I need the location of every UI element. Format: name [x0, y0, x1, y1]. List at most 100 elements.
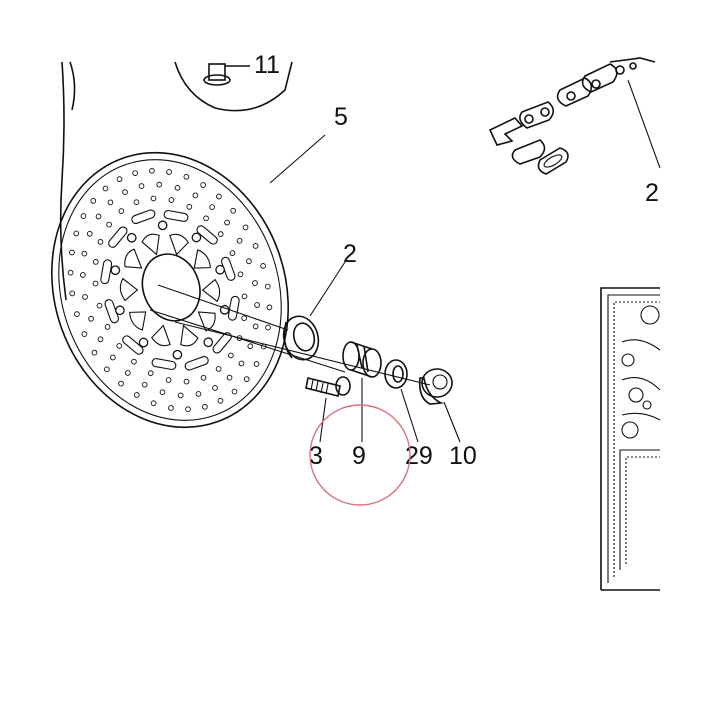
- drill-hole: [236, 237, 243, 244]
- drill-hole: [209, 204, 216, 210]
- drill-hole: [242, 224, 249, 231]
- spoke-window: [169, 233, 189, 256]
- screw: [305, 376, 351, 397]
- drill-hole: [159, 389, 166, 396]
- washer: [384, 359, 408, 389]
- drill-hole: [96, 302, 103, 309]
- drill-hole: [103, 366, 110, 373]
- disc-slot: [100, 259, 113, 285]
- drill-hole: [97, 336, 104, 343]
- spoke-window: [129, 311, 147, 331]
- drill-hole: [247, 343, 254, 350]
- disc-slots: [100, 209, 240, 371]
- disc-slot: [163, 210, 189, 222]
- drill-hole: [230, 207, 237, 214]
- callout-label-2: 2: [343, 240, 357, 268]
- drill-hole: [150, 400, 157, 407]
- drill-hole: [149, 167, 155, 174]
- disc-slot: [196, 225, 218, 245]
- drill-hole: [236, 335, 243, 341]
- spoke-window: [119, 277, 139, 302]
- callout-label-3: 3: [309, 442, 323, 470]
- drill-hole: [185, 406, 191, 413]
- drill-hole: [133, 199, 140, 206]
- drill-hole: [102, 185, 109, 192]
- drill-hole: [122, 189, 128, 195]
- drill-hole: [265, 324, 271, 331]
- drill-hole: [95, 213, 102, 220]
- drill-hole: [264, 283, 271, 290]
- drill-hole: [200, 182, 207, 188]
- drill-hole: [195, 391, 202, 397]
- drill-hole: [186, 203, 193, 210]
- drill-hole: [104, 324, 111, 330]
- spoke-window: [197, 311, 216, 332]
- drill-hole: [141, 381, 148, 388]
- brake-disc: [51, 151, 289, 429]
- rivet-icon: [126, 232, 137, 243]
- rivet-icon: [191, 232, 202, 243]
- drill-hole: [133, 392, 140, 398]
- frame-panel-fragment: [600, 287, 661, 591]
- drill-hole: [131, 358, 137, 365]
- disc-slot: [131, 209, 156, 224]
- callout-label-5: 5: [334, 103, 348, 131]
- drill-hole: [90, 198, 97, 204]
- disc-slot: [212, 332, 232, 354]
- drill-hole: [166, 169, 172, 175]
- drill-hole: [252, 323, 259, 330]
- chain-link-assembly: [488, 57, 656, 175]
- drill-hole: [74, 311, 80, 317]
- rivet-icon: [115, 305, 125, 316]
- callout-label-chain-2: 2: [645, 179, 659, 207]
- drill-hole: [202, 403, 208, 410]
- highlight-circle: [309, 404, 411, 506]
- drill-hole: [177, 392, 184, 399]
- drill-hole: [217, 231, 224, 237]
- drill-hole: [80, 272, 86, 278]
- drill-hole: [203, 215, 209, 222]
- drill-hole: [227, 352, 234, 359]
- drill-hole: [217, 397, 224, 404]
- disc-slot: [122, 335, 144, 355]
- drill-hole: [246, 258, 252, 265]
- drill-hole: [192, 192, 199, 199]
- callout-label-10: 10: [449, 442, 477, 470]
- rivet-icon: [172, 349, 183, 360]
- drill-hole: [67, 269, 74, 276]
- drill-hole: [116, 343, 123, 349]
- flanged-nut: [418, 368, 453, 405]
- disc-slot: [151, 358, 177, 370]
- drill-hole: [216, 193, 222, 200]
- drill-hole: [260, 343, 267, 350]
- spoke-window: [124, 248, 143, 269]
- drill-hole: [81, 250, 88, 257]
- drill-hole: [81, 331, 88, 337]
- drill-hole: [73, 230, 80, 237]
- drill-hole: [252, 243, 259, 249]
- drill-hole: [183, 173, 190, 180]
- drill-hole: [92, 280, 99, 287]
- drill-hole: [165, 377, 172, 383]
- drill-hole: [241, 315, 248, 321]
- drill-hole: [147, 370, 154, 377]
- drill-hole: [92, 259, 99, 265]
- drill-hole: [243, 376, 250, 382]
- drill-hole: [156, 181, 163, 188]
- drill-hole: [107, 199, 114, 206]
- callout-label-9: 9: [352, 442, 366, 470]
- disc-slot: [227, 295, 240, 321]
- drill-hole: [226, 374, 233, 381]
- hub-fragment-top-left: 11: [59, 51, 293, 301]
- drill-hole: [106, 221, 113, 228]
- drill-hole: [252, 280, 258, 286]
- drill-hole: [229, 250, 236, 256]
- drill-hole: [168, 405, 174, 411]
- drill-hole: [237, 271, 244, 278]
- drill-hole: [80, 213, 87, 219]
- rivet-icon: [110, 265, 121, 276]
- disc-slot: [108, 226, 128, 248]
- drill-hole: [254, 302, 260, 308]
- drill-hole: [241, 293, 248, 300]
- drill-hole: [183, 378, 190, 385]
